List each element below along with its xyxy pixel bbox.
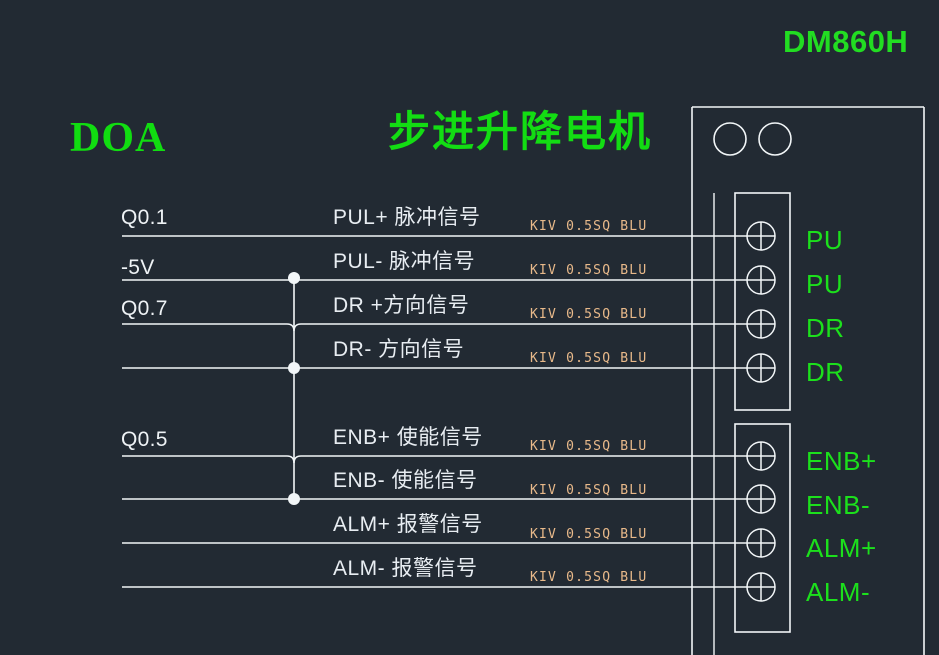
driver-panel-outline	[691, 106, 925, 655]
plc-tag-row-2: Q0.7	[121, 297, 168, 320]
signal-label-row-1: PUL- 脉冲信号	[333, 250, 476, 273]
plc-tag-row-1: -5V	[121, 256, 155, 279]
signal-label-row-0: PUL+ 脉冲信号	[333, 206, 481, 229]
terminal-screw-alm-plus	[746, 528, 776, 558]
signal-label-row-5: ENB- 使能信号	[333, 469, 478, 492]
wire-spec-row-7: KIV 0.5SQ BLU	[530, 570, 648, 585]
wire-spec-row-5: KIV 0.5SQ BLU	[530, 483, 648, 498]
diagram-subject-title: 步进升降电机	[388, 107, 653, 156]
wire-spec-row-0: KIV 0.5SQ BLU	[530, 219, 648, 234]
junction-dots	[288, 272, 300, 505]
terminal-label-row-5: ENB-	[806, 490, 871, 520]
signal-label-row-4: ENB+ 使能信号	[333, 426, 483, 449]
terminal-label-row-1: PU	[806, 269, 844, 299]
plc-tag-row-4: Q0.5	[121, 428, 168, 451]
signal-label-row-2: DR +方向信号	[333, 294, 470, 317]
terminal-block-upper	[734, 192, 791, 411]
junction-dot-pul-minus	[288, 272, 300, 284]
driver-indicator-leds	[713, 122, 792, 156]
terminal-screw-enb-plus	[746, 441, 776, 471]
led-indicator-1	[713, 122, 747, 156]
terminal-screw-pu-1	[746, 221, 776, 251]
terminal-label-row-6: ALM+	[806, 533, 877, 563]
signal-label-row-6: ALM+ 报警信号	[333, 513, 483, 536]
wire-spec-row-1: KIV 0.5SQ BLU	[530, 263, 648, 278]
terminal-label-row-7: ALM-	[806, 577, 871, 607]
terminal-block-lower	[734, 423, 791, 633]
terminal-screws	[746, 221, 776, 602]
signal-label-row-7: ALM- 报警信号	[333, 557, 478, 580]
terminal-screw-dr-2	[746, 353, 776, 383]
junction-dot-dr-minus	[288, 362, 300, 374]
terminal-screw-alm-minus	[746, 572, 776, 602]
junction-dot-enb-minus	[288, 493, 300, 505]
terminal-label-row-2: DR	[806, 313, 845, 343]
terminal-screw-pu-2	[746, 265, 776, 295]
terminal-label-row-4: ENB+	[806, 446, 877, 476]
wire-dr-plus	[122, 323, 747, 332]
wire-spec-row-4: KIV 0.5SQ BLU	[530, 439, 648, 454]
terminal-label-row-0: PU	[806, 225, 844, 255]
wire-enb-plus	[122, 455, 747, 464]
led-indicator-2	[758, 122, 792, 156]
plc-tag-row-0: Q0.1	[121, 206, 168, 229]
signal-label-row-3: DR- 方向信号	[333, 338, 465, 361]
terminal-screw-enb-minus	[746, 484, 776, 514]
terminal-label-row-3: DR	[806, 357, 845, 387]
panel-designation-title: DOA	[70, 115, 167, 161]
wire-spec-row-2: KIV 0.5SQ BLU	[530, 307, 648, 322]
terminal-screw-dr-1	[746, 309, 776, 339]
driver-model-title: DM860H	[783, 24, 909, 59]
wire-spec-row-6: KIV 0.5SQ BLU	[530, 527, 648, 542]
wire-spec-row-3: KIV 0.5SQ BLU	[530, 351, 648, 366]
